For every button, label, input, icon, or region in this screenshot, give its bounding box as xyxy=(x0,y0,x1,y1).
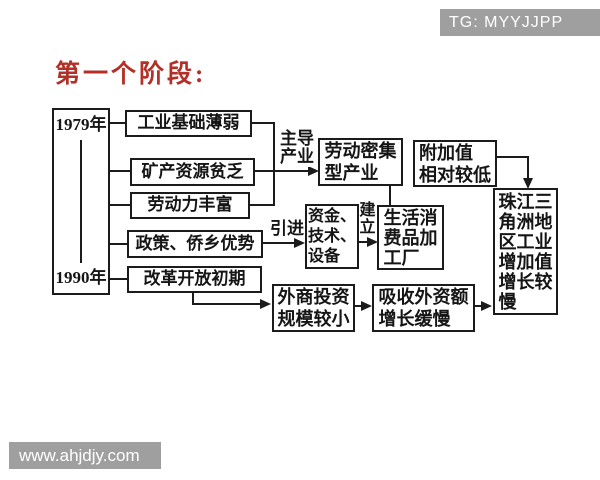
label-leading-industry: 主导 产业 xyxy=(277,129,317,167)
connector-addedvalue-horizontal xyxy=(497,156,529,158)
factor-box-poor-mineral-resources: 矿产资源贫乏 xyxy=(130,158,255,186)
arrowhead-leading-industry xyxy=(308,166,319,176)
watermark-bottom-text: www.ahjdjy.com xyxy=(19,445,140,465)
connector-timeline-factor1 xyxy=(110,122,125,124)
node-low-added-value: 附加值 相对较低 xyxy=(413,140,497,187)
factor-box-weak-industrial-base: 工业基础薄弱 xyxy=(125,110,252,137)
arrowhead-introduce xyxy=(294,238,305,248)
stage-title: 第一个阶段: xyxy=(55,61,207,88)
connector-reform-horizontal xyxy=(192,303,261,305)
watermark-bottom-left: www.ahjdjy.com xyxy=(9,442,161,469)
timeline-box: 1979年 1990年 xyxy=(52,108,110,295)
label-establish: 建 立 xyxy=(359,202,376,237)
factor-box-abundant-labor: 劳动力丰富 xyxy=(130,192,250,219)
bracket-bottom-line xyxy=(250,204,275,206)
arrowhead-establish xyxy=(367,237,378,247)
arrowhead-absorb-prd xyxy=(481,301,492,311)
node-capital-tech-equipment: 资金、 技术、 设备 xyxy=(305,204,359,269)
node-slow-foreign-capital-growth: 吸收外资额 增长缓慢 xyxy=(372,284,475,332)
timeline-end-year: 1990年 xyxy=(55,267,107,287)
arrow-line-introduce xyxy=(263,242,295,244)
connector-labor-factory xyxy=(389,186,391,205)
connector-timeline-factor3 xyxy=(110,204,130,206)
node-labor-intensive-industry: 劳动密集 型产业 xyxy=(318,138,403,186)
arrow-line-leading-industry xyxy=(255,170,309,172)
factor-box-early-reform-period: 改革开放初期 xyxy=(127,266,262,293)
arrowhead-reform-foreign xyxy=(260,299,271,309)
connector-addedvalue-vertical xyxy=(527,156,529,179)
connector-timeline-factor2 xyxy=(110,170,130,172)
label-introduce: 引进 xyxy=(268,219,306,239)
arrowhead-foreign-absorb xyxy=(361,301,372,311)
connector-timeline-factor5 xyxy=(110,278,127,280)
factor-box-policy-overseas-advantage: 政策、侨乡优势 xyxy=(127,230,263,258)
connector-reform-vertical xyxy=(192,293,194,305)
timeline-line xyxy=(80,140,82,263)
arrow-line-foreign-absorb xyxy=(355,305,363,307)
watermark-top-right: TG: MYYJJPP xyxy=(440,9,600,36)
node-small-foreign-investment: 外商投资 规模较小 xyxy=(272,284,355,332)
connector-timeline-factor4 xyxy=(110,243,127,245)
bracket-top-line xyxy=(252,122,275,124)
arrow-line-establish xyxy=(359,241,369,243)
node-consumer-goods-factory: 生活消 费品加 工厂 xyxy=(377,205,444,270)
bracket-vertical-line xyxy=(273,122,275,206)
watermark-top-text: TG: MYYJJPP xyxy=(449,13,564,31)
timeline-start-year: 1979年 xyxy=(55,115,107,134)
arrowhead-addedvalue-prd xyxy=(523,178,533,189)
arrow-line-absorb-prd xyxy=(475,305,483,307)
node-prd-industry-slow-growth: 珠江三 角洲地 区工业 增加值 增长较 慢 xyxy=(493,188,558,315)
